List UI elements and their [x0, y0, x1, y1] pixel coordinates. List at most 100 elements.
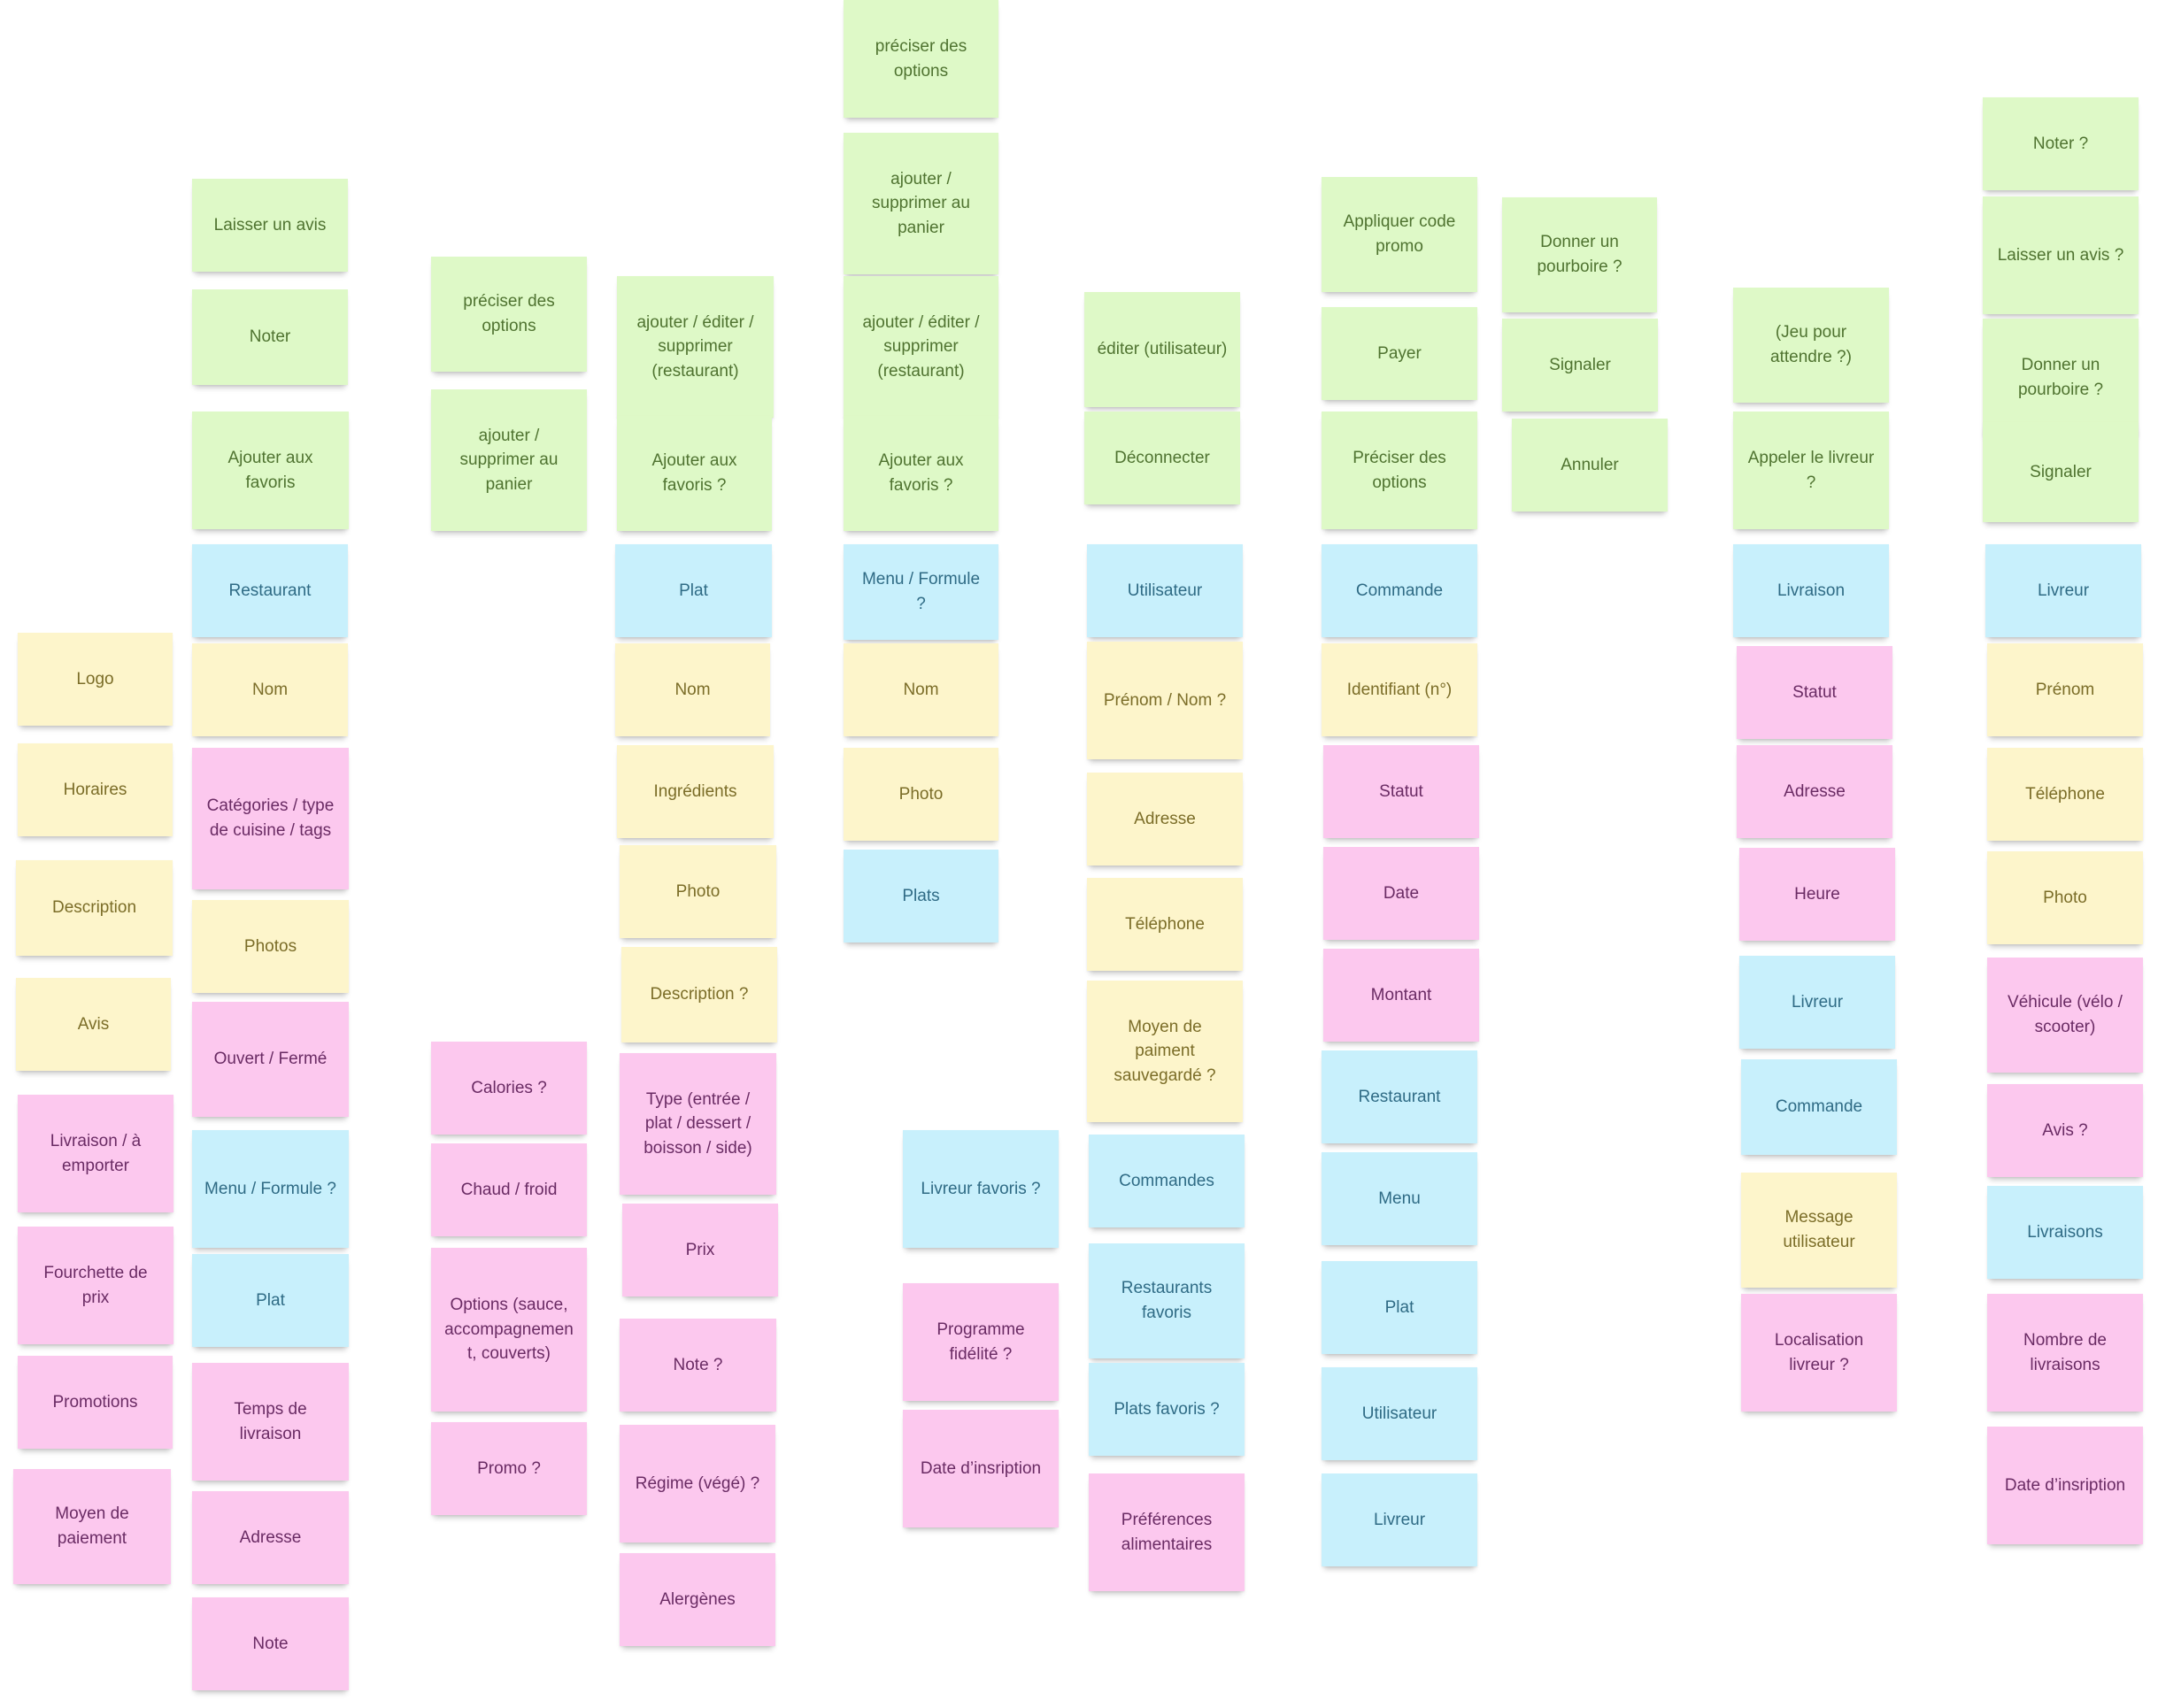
sticky-note-adresse[interactable]: Adresse [192, 1491, 349, 1584]
sticky-note-description[interactable]: Description [16, 860, 173, 956]
sticky-note-fourchette-de-prix[interactable]: Fourchette de prix [18, 1227, 173, 1344]
sticky-note-nom[interactable]: Nom [192, 643, 348, 736]
sticky-note-livreur[interactable]: Livreur [1985, 544, 2141, 637]
sticky-note-commande[interactable]: Commande [1741, 1059, 1897, 1155]
sticky-note-avis[interactable]: Avis [16, 978, 171, 1071]
sticky-note-livreur[interactable]: Livreur [1739, 956, 1895, 1049]
sticky-note-preferences-alimentaires[interactable]: Préférences alimentaires [1089, 1473, 1245, 1591]
sticky-note-restaurants-favoris[interactable]: Restaurants favoris [1089, 1243, 1245, 1358]
sticky-note-livreur[interactable]: Livreur [1322, 1473, 1477, 1566]
sticky-note-jeu-pour-attendre[interactable]: (Jeu pour attendre ?) [1733, 288, 1889, 403]
sticky-note-note[interactable]: Note ? [620, 1319, 776, 1412]
sticky-note-restaurant[interactable]: Restaurant [192, 544, 348, 637]
sticky-note-promo[interactable]: Promo ? [431, 1422, 587, 1515]
sticky-note-menu-formule[interactable]: Menu / Formule ? [192, 1130, 349, 1248]
sticky-note-description[interactable]: Description ? [621, 947, 777, 1042]
sticky-note-montant[interactable]: Montant [1323, 949, 1479, 1042]
sticky-note-date-d-insription[interactable]: Date d’insription [903, 1410, 1059, 1527]
sticky-note-preciser-des-options[interactable]: Préciser des options [1322, 412, 1477, 529]
sticky-note-identifiant-n[interactable]: Identifiant (n°) [1322, 643, 1477, 736]
sticky-note-adresse[interactable]: Adresse [1737, 745, 1892, 838]
sticky-note-vehicule-velo-scooter[interactable]: Véhicule (vélo / scooter) [1987, 958, 2143, 1073]
sticky-note-menu[interactable]: Menu [1322, 1152, 1477, 1245]
sticky-note-ajouter-aux-favoris[interactable]: Ajouter aux favoris ? [844, 416, 998, 531]
sticky-note-ajouter-aux-favoris[interactable]: Ajouter aux favoris ? [617, 416, 772, 531]
sticky-note-donner-un-pourboire[interactable]: Donner un pourboire ? [1502, 197, 1657, 312]
sticky-note-nom[interactable]: Nom [844, 643, 998, 736]
sticky-note-plat[interactable]: Plat [615, 544, 772, 637]
sticky-note-restaurant[interactable]: Restaurant [1322, 1050, 1477, 1143]
sticky-note-laisser-un-avis[interactable]: Laisser un avis [192, 179, 348, 272]
sticky-note-utilisateur[interactable]: Utilisateur [1322, 1367, 1477, 1460]
sticky-note-logo[interactable]: Logo [18, 633, 173, 726]
sticky-note-promotions[interactable]: Promotions [18, 1356, 173, 1449]
sticky-note-plat[interactable]: Plat [192, 1254, 349, 1347]
sticky-note-moyen-de-paiment-sauvegarde[interactable]: Moyen de paiment sauvegardé ? [1087, 981, 1243, 1122]
sticky-note-ajouter-editer-supprimer-restaurant[interactable]: ajouter / éditer / supprimer (restaurant… [844, 276, 998, 418]
sticky-note-options-sauce-accompagnement-couverts[interactable]: Options (sauce, accompagnement, couverts… [431, 1248, 587, 1412]
sticky-note-message-utilisateur[interactable]: Message utilisateur [1741, 1173, 1897, 1288]
sticky-note-date[interactable]: Date [1323, 847, 1479, 940]
sticky-note-ajouter-supprimer-au-panier[interactable]: ajouter / supprimer au panier [431, 389, 587, 531]
sticky-note-livreur-favoris[interactable]: Livreur favoris ? [903, 1130, 1059, 1248]
sticky-note-prenom[interactable]: Prénom [1987, 643, 2143, 736]
sticky-note-photo[interactable]: Photo [844, 748, 998, 841]
sticky-note-commande[interactable]: Commande [1322, 544, 1477, 637]
sticky-note-nombre-de-livraisons[interactable]: Nombre de livraisons [1987, 1294, 2143, 1412]
sticky-note-annuler[interactable]: Annuler [1512, 419, 1668, 512]
sticky-note-prix[interactable]: Prix [622, 1204, 778, 1296]
sticky-note-heure[interactable]: Heure [1739, 848, 1895, 941]
sticky-note-editer-utilisateur[interactable]: éditer (utilisateur) [1084, 292, 1240, 407]
sticky-note-noter[interactable]: Noter ? [1983, 97, 2139, 190]
sticky-note-photos[interactable]: Photos [192, 900, 349, 993]
sticky-note-prenom-nom[interactable]: Prénom / Nom ? [1087, 642, 1243, 759]
sticky-note-calories[interactable]: Calories ? [431, 1042, 587, 1135]
sticky-note-avis[interactable]: Avis ? [1987, 1084, 2143, 1177]
sticky-note-deconnecter[interactable]: Déconnecter [1084, 412, 1240, 504]
sticky-note-chaud-froid[interactable]: Chaud / froid [431, 1143, 587, 1236]
sticky-note-laisser-un-avis[interactable]: Laisser un avis ? [1983, 196, 2139, 314]
sticky-note-plats-favoris[interactable]: Plats favoris ? [1089, 1363, 1245, 1456]
sticky-note-photo[interactable]: Photo [1987, 851, 2143, 944]
sticky-note-categories-type-de-cuisine-tags[interactable]: Catégories / type de cuisine / tags [192, 748, 349, 889]
sticky-note-signaler[interactable]: Signaler [1983, 422, 2139, 522]
sticky-note-appliquer-code-promo[interactable]: Appliquer code promo [1322, 177, 1477, 292]
sticky-note-appeler-le-livreur[interactable]: Appeler le livreur ? [1733, 412, 1889, 529]
sticky-note-date-d-insription[interactable]: Date d’insription [1987, 1427, 2143, 1544]
sticky-note-ouvert-ferme[interactable]: Ouvert / Fermé [192, 1002, 349, 1117]
sticky-note-ingredients[interactable]: Ingrédients [617, 745, 774, 838]
sticky-note-adresse[interactable]: Adresse [1087, 773, 1243, 866]
sticky-note-plats[interactable]: Plats [844, 850, 998, 942]
sticky-note-note[interactable]: Note [192, 1597, 349, 1690]
sticky-note-livraisons[interactable]: Livraisons [1987, 1186, 2143, 1279]
sticky-note-livraison-a-emporter[interactable]: Livraison / à emporter [18, 1095, 173, 1212]
sticky-note-localisation-livreur[interactable]: Localisation livreur ? [1741, 1294, 1897, 1412]
sticky-note-commandes[interactable]: Commandes [1089, 1135, 1245, 1227]
sticky-note-payer[interactable]: Payer [1322, 307, 1477, 400]
sticky-note-telephone[interactable]: Téléphone [1987, 748, 2143, 841]
sticky-note-nom[interactable]: Nom [615, 643, 770, 736]
sticky-note-preciser-des-options[interactable]: préciser des options [431, 257, 587, 372]
sticky-note-livraison[interactable]: Livraison [1733, 544, 1889, 637]
sticky-note-plat[interactable]: Plat [1322, 1261, 1477, 1354]
sticky-note-preciser-des-options[interactable]: préciser des options [844, 0, 998, 118]
sticky-note-donner-un-pourboire[interactable]: Donner un pourboire ? [1983, 319, 2139, 436]
sticky-note-signaler[interactable]: Signaler [1502, 319, 1658, 412]
sticky-note-moyen-de-paiement[interactable]: Moyen de paiement [13, 1469, 171, 1584]
sticky-note-ajouter-supprimer-au-panier[interactable]: ajouter / supprimer au panier [844, 133, 998, 274]
sticky-note-temps-de-livraison[interactable]: Temps de livraison [192, 1363, 349, 1481]
sticky-note-statut[interactable]: Statut [1323, 745, 1479, 838]
sticky-note-ajouter-editer-supprimer-restaurant[interactable]: ajouter / éditer / supprimer (restaurant… [617, 276, 774, 418]
sticky-note-programme-fidelite[interactable]: Programme fidélité ? [903, 1283, 1059, 1401]
sticky-note-regime-vege[interactable]: Régime (végé) ? [620, 1425, 775, 1543]
sticky-note-ajouter-aux-favoris[interactable]: Ajouter aux favoris [192, 412, 349, 529]
sticky-note-statut[interactable]: Statut [1737, 646, 1892, 739]
sticky-note-photo[interactable]: Photo [620, 845, 776, 938]
sticky-note-menu-formule[interactable]: Menu / Formule ? [844, 544, 998, 640]
sticky-note-telephone[interactable]: Téléphone [1087, 878, 1243, 971]
sticky-note-utilisateur[interactable]: Utilisateur [1087, 544, 1243, 637]
sticky-note-type-entree-plat-dessert-boisson-side[interactable]: Type (entrée / plat / dessert / boisson … [620, 1053, 776, 1195]
sticky-note-horaires[interactable]: Horaires [18, 743, 173, 836]
sticky-note-noter[interactable]: Noter [192, 289, 348, 385]
sticky-note-alergenes[interactable]: Alergènes [620, 1553, 775, 1646]
